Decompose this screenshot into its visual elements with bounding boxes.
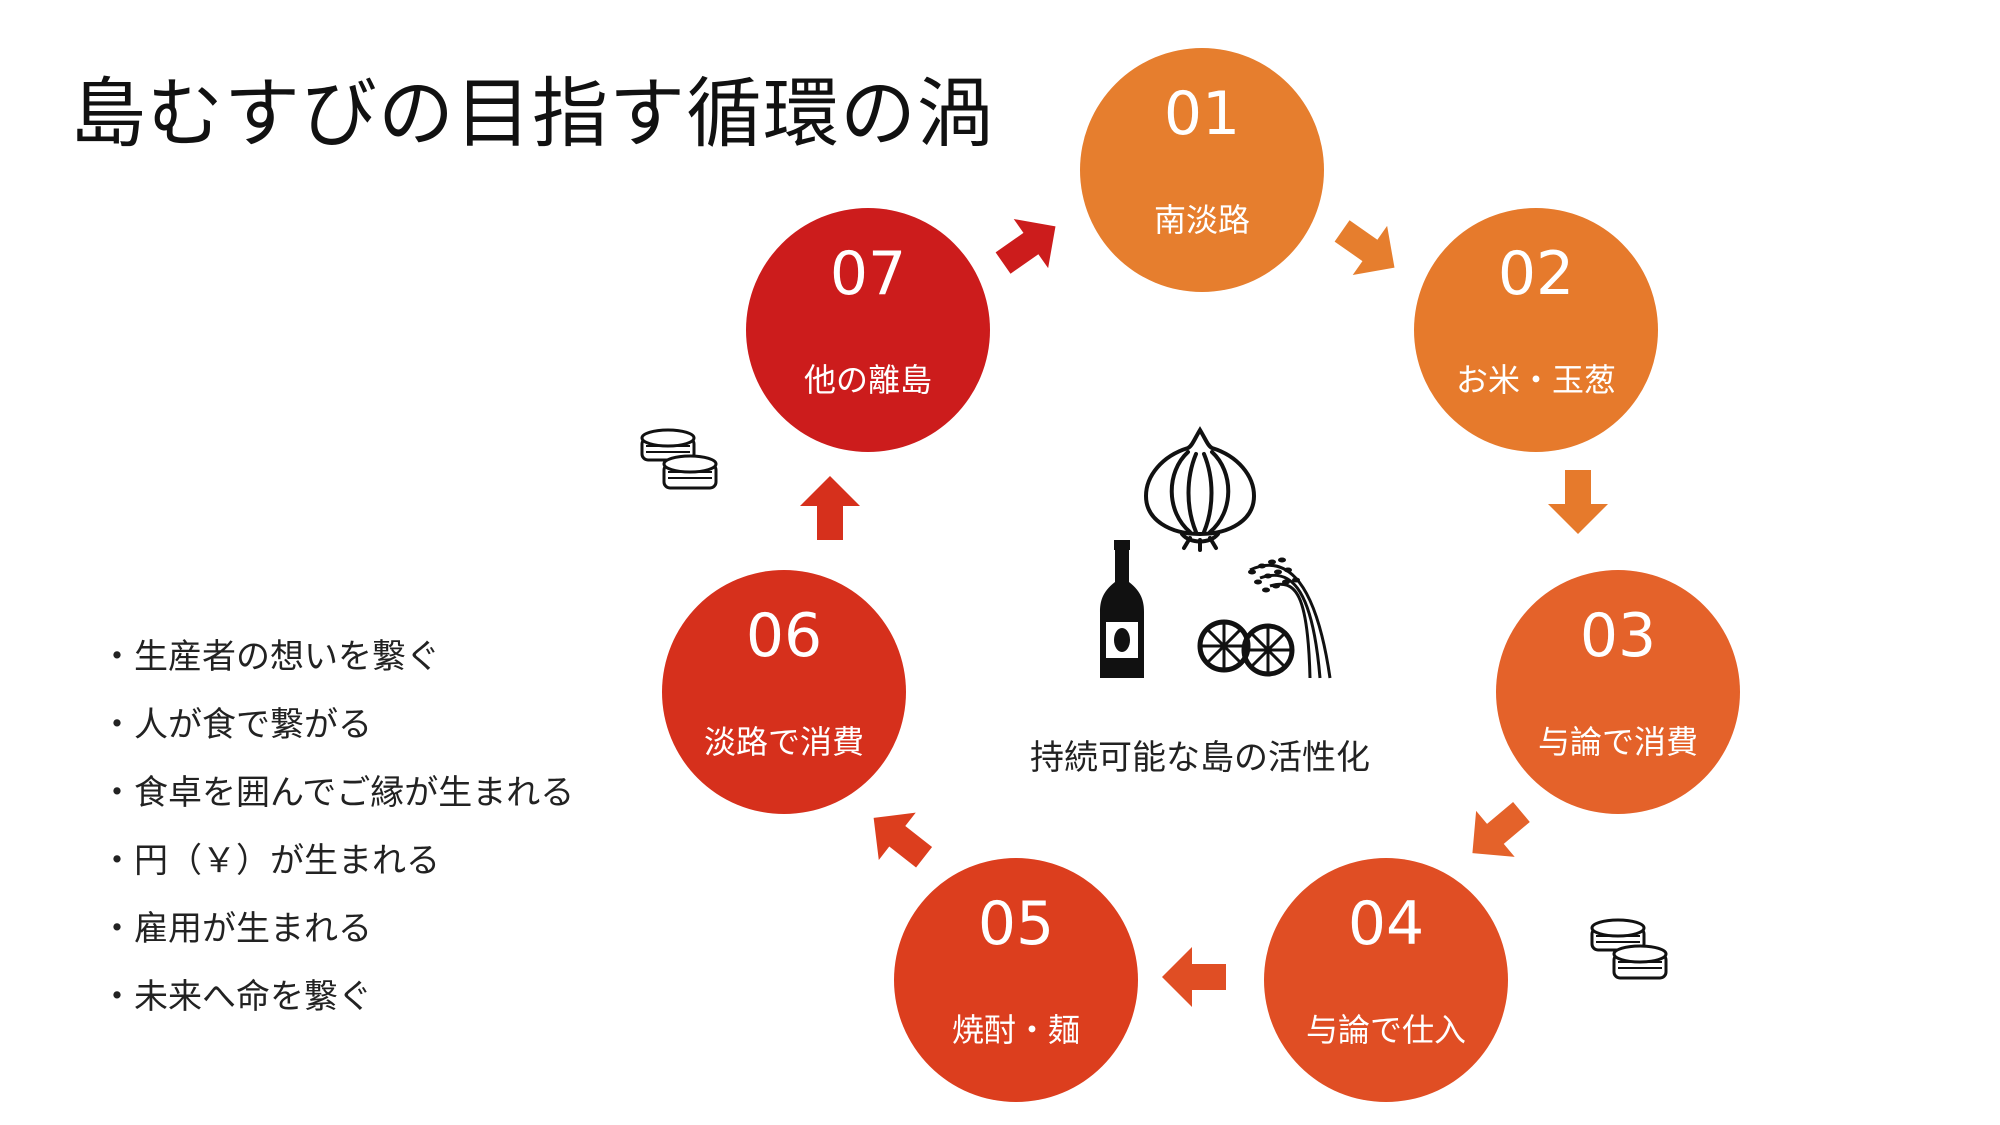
page-title: 島むすびの目指す循環の渦 xyxy=(70,69,994,158)
cycle-node-01: 01 南淡路 xyxy=(1080,48,1324,292)
cycle-node-07: 07 他の離島 xyxy=(746,208,990,452)
node-label: お米・玉葱 xyxy=(1455,361,1616,399)
cycle-node-05: 05 焼酎・麺 xyxy=(894,858,1138,1102)
node-number: 02 xyxy=(1497,239,1575,309)
cycle-node-04: 04 与論で仕入 xyxy=(1264,858,1508,1102)
coins-icon xyxy=(1590,918,1668,980)
list-item: 円（￥）が生まれる xyxy=(100,827,574,895)
cycle-node-02: 02 お米・玉葱 xyxy=(1414,208,1658,452)
arrow-icon xyxy=(1162,947,1226,1007)
list-item: 生産者の想いを繋ぐ xyxy=(100,623,574,691)
arrow-icon xyxy=(1472,802,1530,857)
cycle-node-03: 03 与論で消費 xyxy=(1496,570,1740,814)
node-number: 05 xyxy=(977,889,1055,959)
citrus-icon xyxy=(1197,619,1295,677)
node-label: 淡路で消費 xyxy=(703,723,864,761)
node-label: 与論で仕入 xyxy=(1305,1011,1466,1049)
list-item: 人が食で繋がる xyxy=(100,691,574,759)
node-label: 他の離島 xyxy=(803,361,932,399)
rice-plant-icon xyxy=(1248,557,1332,679)
benefit-list: 生産者の想いを繋ぐ 人が食で繋がる 食卓を囲んでご縁が生まれる 円（￥）が生まれ… xyxy=(100,623,574,1031)
node-number: 06 xyxy=(745,601,823,671)
cycle-node-06: 06 淡路で消費 xyxy=(662,570,906,814)
node-number: 03 xyxy=(1579,601,1657,671)
node-number: 01 xyxy=(1163,79,1241,149)
node-label: 与論で消費 xyxy=(1537,723,1698,761)
onion-icon xyxy=(1143,426,1257,552)
list-item: 雇用が生まれる xyxy=(100,895,574,963)
arrow-icon xyxy=(1548,470,1608,534)
arrow-icon xyxy=(1334,220,1395,276)
arrow-icon xyxy=(873,812,933,868)
center-caption: 持続可能な島の活性化 xyxy=(1030,738,1370,778)
list-item: 食卓を囲んでご縁が生まれる xyxy=(100,759,574,827)
arrow-icon xyxy=(995,218,1056,274)
bottle-icon xyxy=(1100,540,1144,678)
node-label: 南淡路 xyxy=(1153,201,1250,239)
list-item: 未来へ命を繋ぐ xyxy=(100,963,574,1031)
coins-icon xyxy=(640,428,718,490)
arrow-icon xyxy=(800,476,860,540)
node-number: 07 xyxy=(829,239,907,309)
node-label: 焼酎・麺 xyxy=(951,1011,1080,1049)
node-number: 04 xyxy=(1347,889,1425,959)
